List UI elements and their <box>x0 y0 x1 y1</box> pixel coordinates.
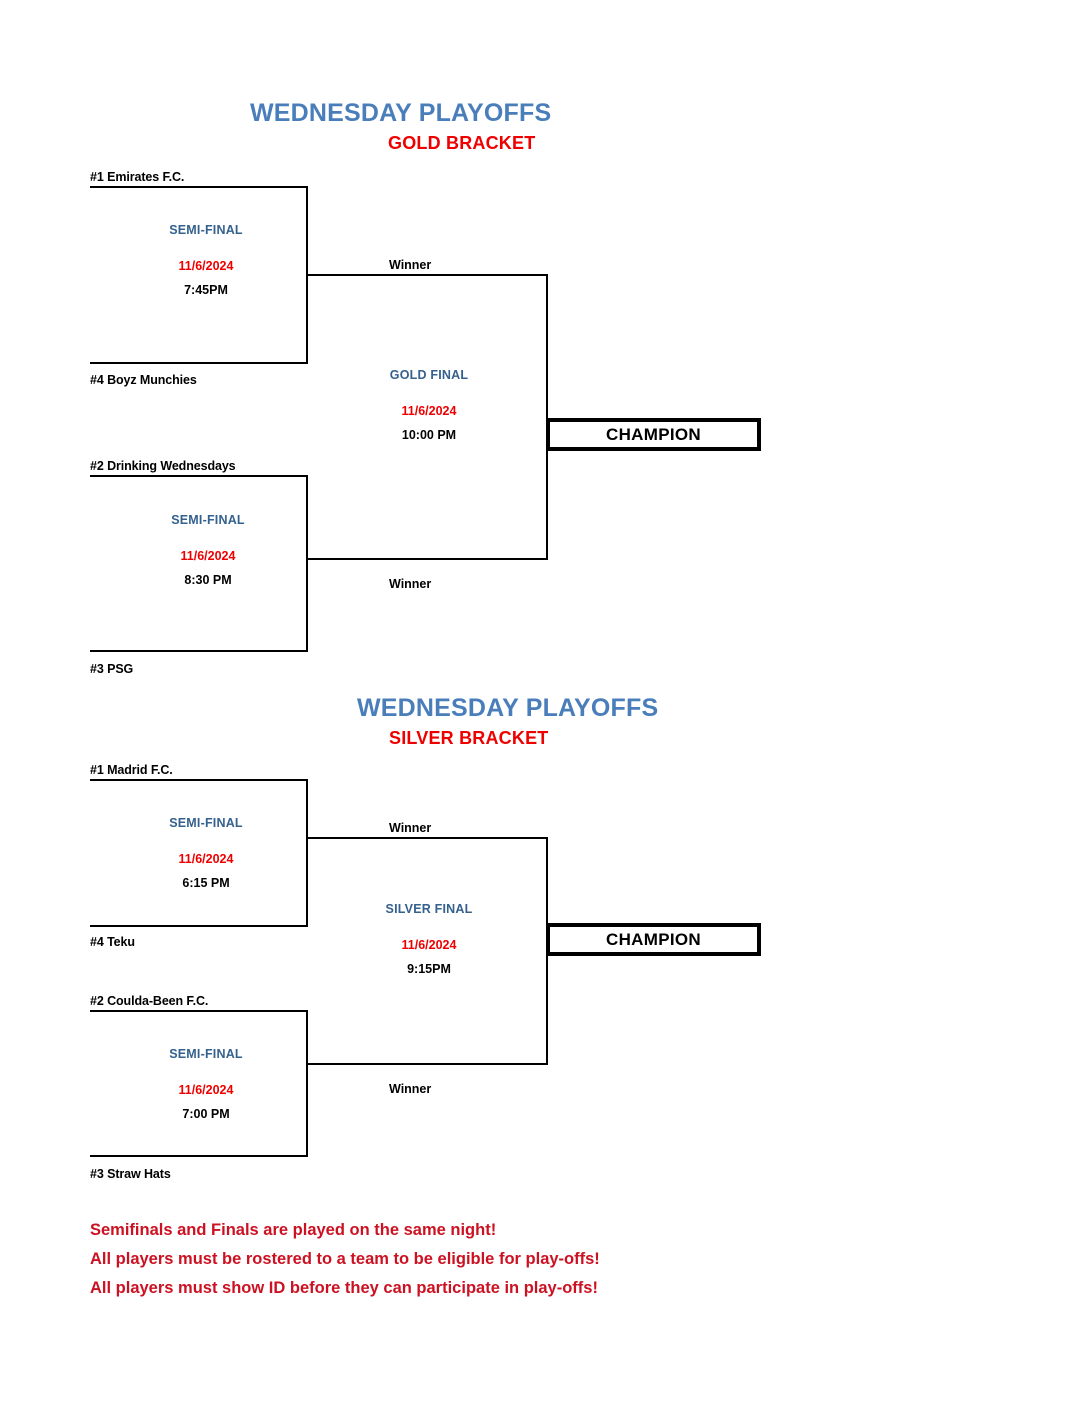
gold-final-bottom-winner-label: Winner <box>389 577 432 591</box>
note-line-2: All players must be rostered to a team t… <box>90 1250 600 1268</box>
gold-semifinal-top-round: SEMI-FINAL <box>169 223 243 237</box>
silver-semifinal-bottom-date: 11/6/2024 <box>178 1082 234 1097</box>
silver-champion-box: CHAMPION <box>546 923 761 956</box>
silver-final-top-winner-label: Winner <box>389 821 432 835</box>
gold-semifinal-bottom-info: SEMI-FINAL 11/6/2024 8:30 PM <box>143 514 273 587</box>
gold-semifinal-top-lower-line <box>90 362 308 364</box>
gold-seed-2-team: #2 Drinking Wednesdays <box>90 459 236 473</box>
gold-bracket-main-title: WEDNESDAY PLAYOFFS <box>250 99 552 127</box>
playoff-notes: Semifinals and Finals are played on the … <box>90 1216 990 1303</box>
silver-final-bottom-winner-label: Winner <box>389 1082 432 1096</box>
silver-final-date: 11/6/2024 <box>401 937 457 952</box>
gold-semifinal-bottom-time: 8:30 PM <box>184 573 232 587</box>
gold-champion-box: CHAMPION <box>546 418 761 451</box>
gold-seed-4-team: #4 Boyz Munchies <box>90 373 197 387</box>
silver-semifinal-top-info: SEMI-FINAL 11/6/2024 6:15 PM <box>141 817 271 890</box>
silver-semifinal-bottom-round: SEMI-FINAL <box>169 1047 243 1061</box>
silver-seed-3-team: #3 Straw Hats <box>90 1167 171 1181</box>
silver-semifinal-bottom-connector <box>306 1010 308 1157</box>
silver-final-time: 9:15PM <box>407 962 451 976</box>
silver-seed-2-team: #2 Coulda-Been F.C. <box>90 994 209 1008</box>
silver-semifinal-bottom-info: SEMI-FINAL 11/6/2024 7:00 PM <box>141 1048 271 1121</box>
gold-semifinal-bottom-date: 11/6/2024 <box>180 548 236 563</box>
silver-semifinal-top-round: SEMI-FINAL <box>169 816 243 830</box>
silver-semifinal-bottom-upper-line <box>90 1010 308 1012</box>
gold-semifinal-top-date: 11/6/2024 <box>178 258 234 273</box>
gold-semifinal-top-time: 7:45PM <box>184 283 228 297</box>
silver-semifinal-top-time: 6:15 PM <box>182 876 230 890</box>
gold-final-connector <box>546 274 548 560</box>
gold-final-time: 10:00 PM <box>401 428 457 442</box>
gold-semifinal-bottom-upper-line <box>90 475 308 477</box>
silver-semifinal-top-date: 11/6/2024 <box>178 851 234 866</box>
gold-final-top-winner-label: Winner <box>389 258 432 272</box>
gold-final-lower-line <box>306 558 548 560</box>
silver-champion-label: CHAMPION <box>606 929 701 949</box>
silver-bracket-subtitle: SILVER BRACKET <box>389 728 549 748</box>
gold-semifinal-bottom-connector <box>306 475 308 652</box>
gold-seed-1-team: #1 Emirates F.C. <box>90 170 185 184</box>
gold-seed-3-team: #3 PSG <box>90 662 134 676</box>
silver-final-lower-line <box>306 1063 548 1065</box>
gold-bracket-subtitle: GOLD BRACKET <box>388 133 536 153</box>
silver-final-round: SILVER FINAL <box>385 902 473 916</box>
gold-semifinal-bottom-lower-line <box>90 650 308 652</box>
silver-semifinal-top-upper-line <box>90 779 308 781</box>
silver-seed-4-team: #4 Teku <box>90 935 135 949</box>
silver-semifinal-top-lower-line <box>90 925 308 927</box>
silver-semifinal-top-connector <box>306 779 308 927</box>
gold-semifinal-top-info: SEMI-FINAL 11/6/2024 7:45PM <box>141 224 271 297</box>
gold-semifinal-bottom-round: SEMI-FINAL <box>171 513 245 527</box>
silver-final-upper-line <box>306 837 548 839</box>
gold-final-upper-line <box>306 274 548 276</box>
gold-final-info: GOLD FINAL 11/6/2024 10:00 PM <box>364 369 494 442</box>
gold-semifinal-top-upper-line <box>90 186 308 188</box>
silver-bracket-main-title: WEDNESDAY PLAYOFFS <box>357 694 659 722</box>
silver-seed-1-team: #1 Madrid F.C. <box>90 763 173 777</box>
note-line-3: All players must show ID before they can… <box>90 1279 598 1297</box>
gold-champion-label: CHAMPION <box>606 424 701 444</box>
gold-final-date: 11/6/2024 <box>401 403 457 418</box>
silver-final-info: SILVER FINAL 11/6/2024 9:15PM <box>364 903 494 976</box>
silver-semifinal-bottom-lower-line <box>90 1155 308 1157</box>
gold-final-round: GOLD FINAL <box>389 368 469 382</box>
note-line-1: Semifinals and Finals are played on the … <box>90 1221 497 1239</box>
silver-semifinal-bottom-time: 7:00 PM <box>182 1107 230 1121</box>
